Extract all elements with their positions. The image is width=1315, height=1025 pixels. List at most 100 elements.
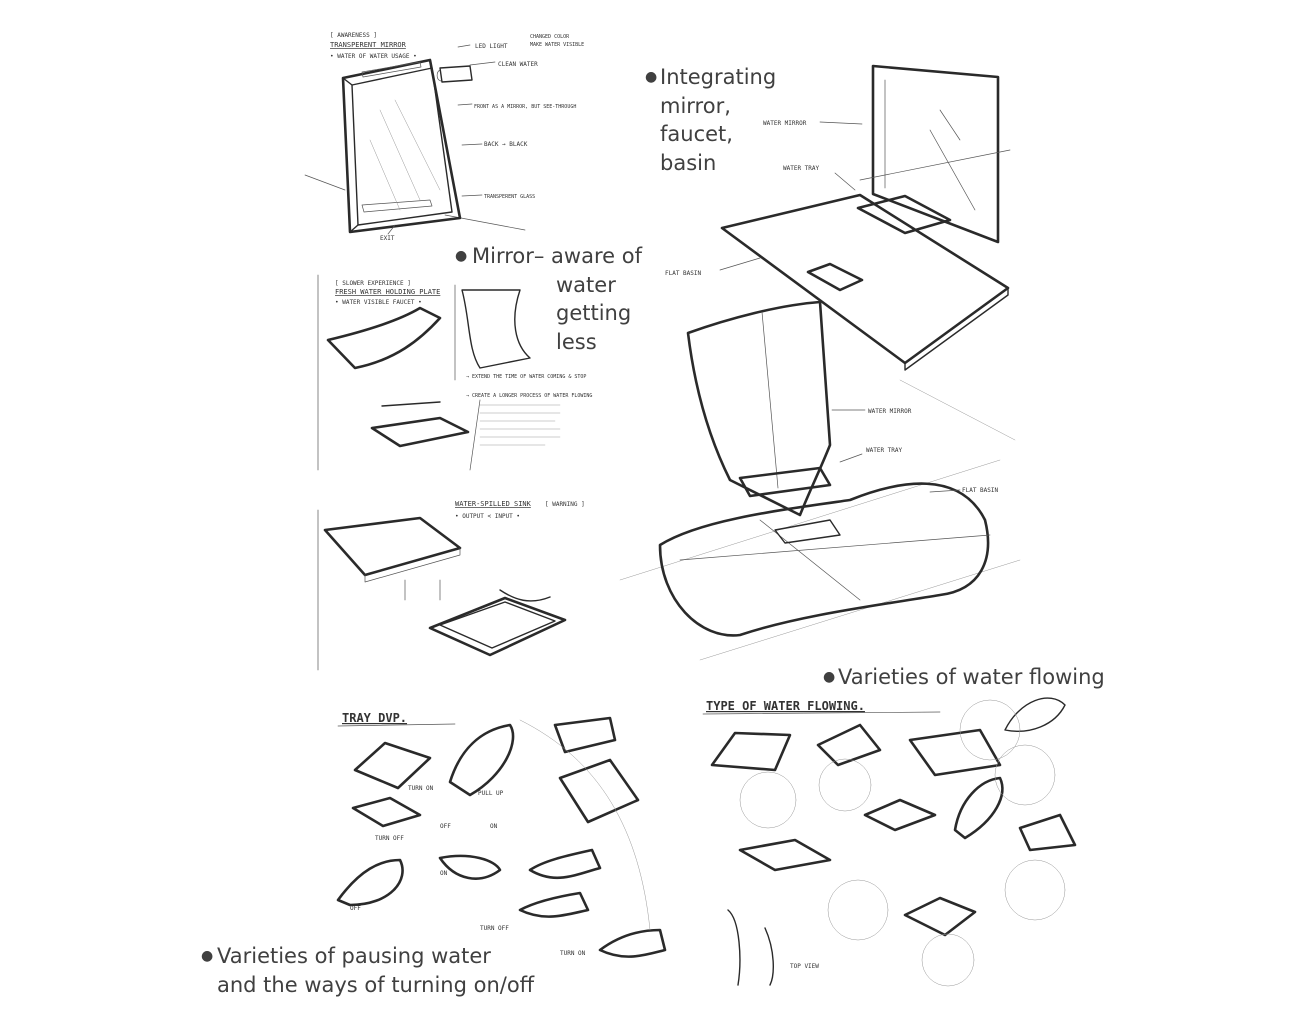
- sketch-tray-dvp: TRAY DVP. TURN ON TURN OFF PULL UP OFF O…: [336, 711, 667, 958]
- faucet-end: [436, 69, 442, 82]
- label-water-tray-1: WATER TRAY: [783, 165, 820, 172]
- flow-circle-5: [827, 879, 889, 941]
- bowl-1: [438, 854, 502, 880]
- tray-3: [558, 758, 640, 824]
- glass-reflection: [369, 99, 441, 211]
- flow-tray-4: [863, 798, 937, 832]
- flow-spout-1: [953, 776, 1004, 840]
- spout-3: [336, 858, 404, 907]
- flat-basin-large: [658, 482, 990, 637]
- tray-dvp-underline: [337, 723, 456, 727]
- tray-plate: [370, 416, 470, 448]
- label-turn-off-2: TURN OFF: [480, 925, 509, 932]
- tray-pipe: [381, 401, 441, 407]
- label-water-usage: • WATER OF WATER USAGE •: [330, 53, 417, 60]
- flow-tray-6: [903, 896, 977, 937]
- note-integrating-line-2: mirror,: [660, 93, 731, 118]
- led-strip: [361, 61, 422, 78]
- label-top-view: TOP VIEW: [790, 963, 819, 970]
- mirror-reflection: [884, 79, 976, 211]
- label-transparent-glass: TRANSPERENT GLASS: [484, 194, 535, 200]
- label-transparent-mirror: TRANSPERENT MIRROR: [330, 41, 407, 49]
- note-mirror-aware-line-3: getting: [556, 301, 632, 325]
- label-on-1: ON: [490, 823, 498, 830]
- note-mirror-aware: ● Mirror– aware of water getting less: [455, 242, 642, 356]
- sketch-integrated-mirror-top: WATER MIRROR WATER TRAY FLAT BASIN: [665, 64, 1011, 371]
- label-tray-dvp: TRAY DVP.: [342, 711, 407, 725]
- faucet-pipe: [439, 65, 473, 83]
- sketch-integrated-mirror-large: WATER MIRROR WATER TRAY FLAT BASIN: [619, 300, 1021, 661]
- note-mirror-aware-line-4: less: [556, 329, 597, 354]
- basin-seams: [679, 519, 991, 601]
- flow-spout-2: [727, 909, 774, 986]
- tray-1: [353, 741, 432, 790]
- leader-lines: [387, 44, 496, 235]
- label-fresh-water-plate: FRESH WATER HOLDING PLATE: [335, 288, 440, 296]
- flow-circle-6: [921, 933, 975, 987]
- flow-tray-5: [738, 838, 832, 872]
- label-flat-basin-1: FLAT BASIN: [665, 270, 702, 277]
- label-create-longer: → CREATE A LONGER PROCESS OF WATER FLOWI…: [466, 393, 592, 399]
- flow-spout-top: [1004, 697, 1066, 732]
- label-off-1: OFF: [440, 823, 451, 830]
- note-integrating-line-3: faucet,: [660, 122, 733, 146]
- note-varieties-flowing: ● Varieties of water flowing: [823, 663, 1105, 692]
- leader-lines-large: [831, 409, 961, 493]
- mirror-side: [342, 77, 359, 233]
- floor-line: [304, 174, 526, 231]
- type-underline: [702, 711, 941, 715]
- label-type-of-water-flowing: TYPE OF WATER FLOWING.: [706, 699, 865, 713]
- flow-circle-1: [739, 771, 797, 829]
- label-water-mirror-2: WATER MIRROR: [868, 408, 912, 415]
- arc-guide: [519, 719, 651, 931]
- sketch-transparent-mirror: [ AWARENESS ] TRANSPERENT MIRROR • WATER…: [304, 32, 584, 242]
- note-integrating: ● Integrating mirror, faucet, basin: [645, 63, 776, 177]
- flow-tray-3: [908, 728, 1002, 777]
- label-back-black: BACK → BLACK: [484, 141, 528, 148]
- curved-plate-2: [461, 289, 531, 369]
- note-varieties-pausing-line-1: Varieties of pausing water: [217, 944, 491, 968]
- label-output-input: • OUTPUT < INPUT •: [455, 513, 520, 520]
- label-off-2: OFF: [350, 905, 361, 912]
- label-water-tray-2: WATER TRAY: [866, 447, 903, 454]
- label-extend-time: → EXTEND THE TIME OF WATER COMING & STOP: [466, 374, 586, 380]
- flow-circle-7: [959, 699, 1021, 761]
- flow-tray-2: [816, 723, 882, 767]
- note-mirror-aware-line-1: Mirror– aware of: [472, 244, 642, 268]
- ground-lines: [619, 379, 1021, 661]
- flat-basin-edge: [904, 287, 1009, 371]
- bullet-icon: ●: [645, 69, 658, 85]
- notes-lines: [479, 404, 561, 446]
- label-turn-on-2: TURN ON: [560, 950, 586, 957]
- mirror-panel-large: [686, 300, 832, 517]
- flow-block: [1018, 813, 1077, 852]
- label-slower-experience: [ SLOWER EXPERIENCE ]: [335, 280, 411, 287]
- bullet-icon: ●: [823, 669, 836, 685]
- label-pull-up: PULL UP: [478, 790, 504, 797]
- label-clean-water: CLEAN WATER: [498, 61, 538, 68]
- pipe-3: [598, 928, 667, 958]
- sink-spout: [499, 589, 551, 602]
- mirror-glass: [351, 67, 453, 226]
- label-turn-off-1: TURN OFF: [375, 835, 404, 842]
- flow-circle-3: [994, 744, 1056, 806]
- sink-slab: [323, 516, 462, 577]
- sink-basin: [428, 596, 567, 657]
- note-integrating-line-1: Integrating: [660, 65, 777, 89]
- pipe-2: [518, 891, 590, 918]
- note-varieties-flowing-text: Varieties of water flowing: [838, 665, 1105, 689]
- standing-mirror: [871, 64, 1000, 244]
- frame-lines: [317, 274, 481, 471]
- label-water-mirror-1: WATER MIRROR: [763, 120, 807, 127]
- bullet-icon: ●: [201, 948, 214, 964]
- water-tray-large: [738, 466, 832, 498]
- pipe-1: [528, 848, 602, 880]
- flow-circle-4: [1004, 859, 1066, 921]
- label-on-2: ON: [440, 870, 448, 877]
- bullet-icon: ●: [455, 248, 468, 264]
- label-warning: [ WARNING ]: [545, 501, 585, 508]
- sink-basin-inner: [439, 601, 556, 649]
- sketch-water-spilled-sink: WATER-SPILLED SINK [ WARNING ] • OUTPUT …: [317, 500, 585, 671]
- flat-basin-top: [720, 193, 1010, 365]
- sink-guides: [317, 509, 441, 671]
